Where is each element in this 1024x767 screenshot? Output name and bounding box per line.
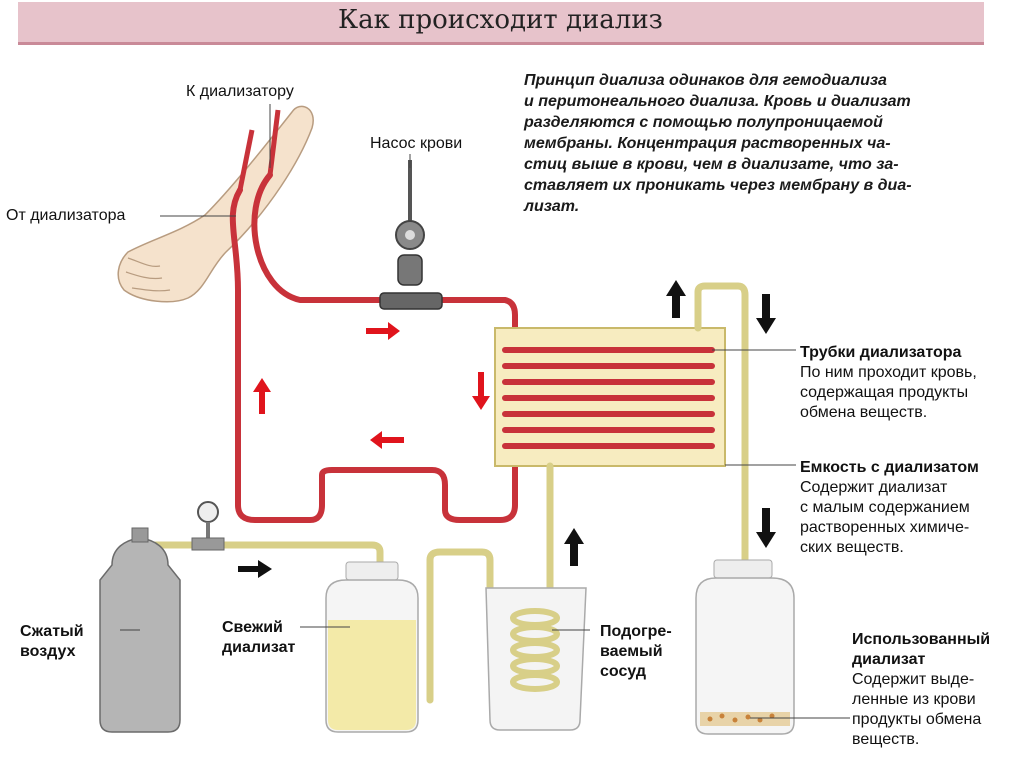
arrow-down-black-2 [756,508,776,548]
arrow-up-black-2 [564,528,584,566]
blood-tube-from-dialyzer [229,187,518,523]
arrow-up-red [253,378,271,414]
arm-illustration [117,105,314,303]
callout-dialyzer-tubes: Трубки диализатора По ним проходит кровь… [800,344,977,421]
page-title: Как происходит диализ [338,5,663,35]
arrow-down-red [472,372,490,410]
callout-dialysate-container: Емкость с диализатом Содержит диализат с… [800,459,979,556]
blood-circuit [229,172,518,523]
label-fresh-dialysate: Свежий диализат [222,619,296,656]
blood-pump [379,160,443,310]
title-banner: Как происходит диализ [18,2,984,45]
arm-needle-out [237,129,255,191]
arrow-right-red [366,322,400,340]
callout-used-dialysate: Использованный диализат Содержит выде- л… [852,631,991,748]
arrow-left-red [370,431,404,449]
callout-dialysate-container-title: Емкость с диализатом [800,459,979,476]
arrow-right-black [238,560,272,578]
label-compressed-air: Сжатый воздух [20,623,84,660]
heated-vessel [485,587,587,731]
arrow-up-black-1 [666,280,686,318]
air-cylinder [99,501,225,733]
label-from-dialyzer: От диализатора [6,207,126,224]
blood-tube-to-dialyzer [251,172,518,355]
label-blood-pump: Насос крови [370,135,463,152]
dialyzer-tubes [502,347,715,449]
arrow-down-black-1 [756,294,776,334]
leader-lines [120,104,850,719]
arm-needle-in [267,109,281,176]
fresh-dialysate-jar [325,561,419,733]
description-text: Принцип диализа одинаков для гемодиализа… [524,72,912,215]
hand-fingers [125,257,171,292]
callout-dialyzer-tubes-title: Трубки диализатора [800,344,962,361]
dialysate-flow-arrows [238,280,776,578]
blood-flow-arrows [253,322,490,449]
used-dialysate-jar [695,559,795,735]
label-to-dialyzer: К диализатору [186,83,294,100]
label-heated-vessel: Подогре- ваемый сосуд [600,623,672,680]
